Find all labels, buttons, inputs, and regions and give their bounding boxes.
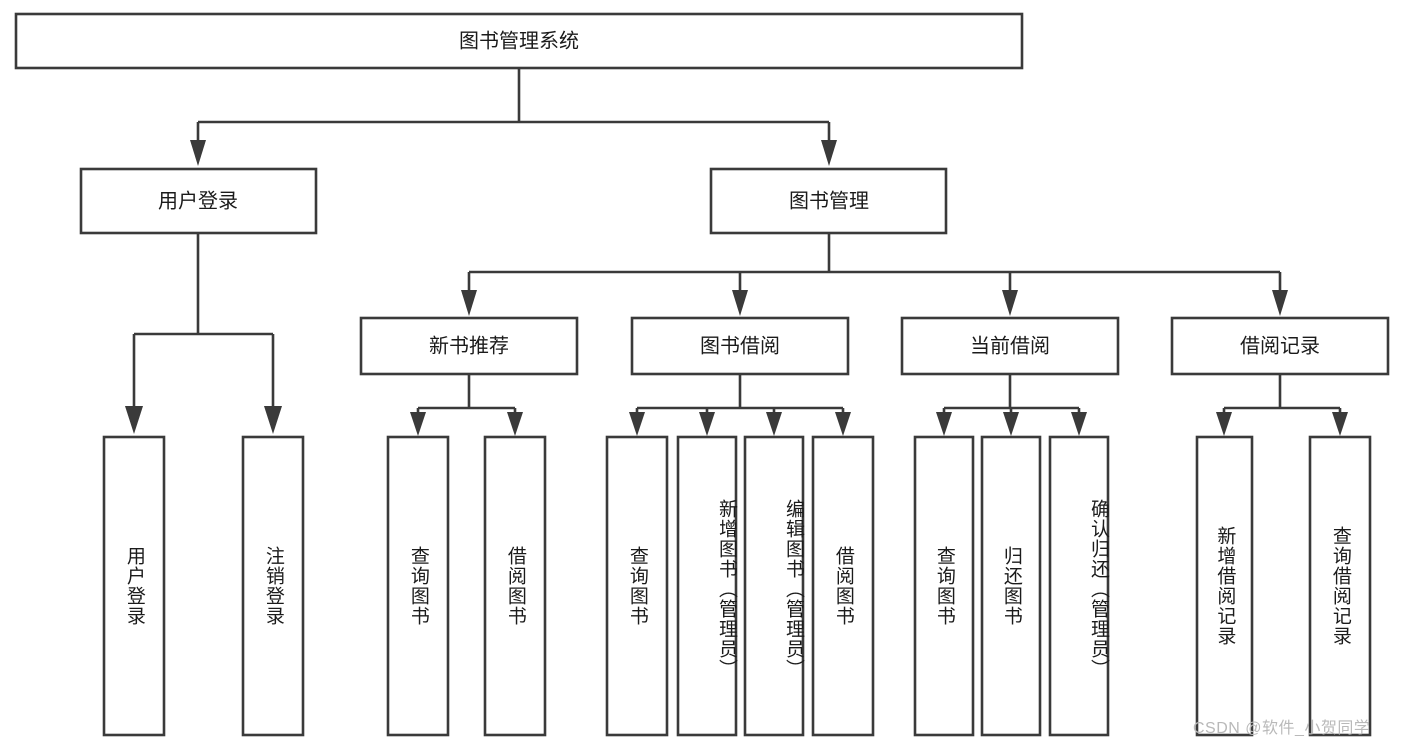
arrow-head-leaf-user-login	[125, 406, 143, 434]
node-leaf-user-login-box[interactable]	[102, 435, 166, 737]
arrow-head-borrow-record	[1272, 290, 1288, 316]
node-root-box[interactable]	[14, 12, 1024, 70]
node-leaf-borrow-book-2-box[interactable]	[811, 435, 875, 737]
arrow-head-leaf-return-book	[1003, 412, 1019, 436]
node-leaf-edit-book-box[interactable]	[743, 435, 805, 737]
arrow-head-leaf-add-record	[1216, 412, 1232, 436]
node-book-borrow-label: 图书借阅	[700, 334, 780, 357]
arrow-head-leaf-query-book-3	[936, 412, 952, 436]
arrow-head-user-login	[190, 140, 206, 166]
arrow-head-leaf-add-book	[699, 412, 715, 436]
arrow-head-leaf-edit-book	[766, 412, 782, 436]
arrow-head-leaf-query-book-2	[629, 412, 645, 436]
node-leaf-query-book-3-box[interactable]	[913, 435, 975, 737]
csdn-watermark: CSDN @软件_小贺同学	[1193, 720, 1371, 737]
connector-group-root	[190, 68, 837, 166]
arrow-head-book-manage	[821, 140, 837, 166]
node-user-login-box[interactable]	[79, 167, 318, 235]
connector-group-book-manage	[461, 233, 1288, 316]
connector-group-book-borrow	[629, 374, 851, 436]
node-leaf-return-book-box[interactable]	[980, 435, 1042, 737]
node-borrow-record-label: 借阅记录	[1240, 334, 1320, 357]
node-book-borrow-box[interactable]	[630, 316, 850, 376]
arrow-head-leaf-borrow-book-2	[835, 412, 851, 436]
arrow-head-leaf-logout	[264, 406, 282, 434]
node-current-borrow-box[interactable]	[900, 316, 1120, 376]
node-current-borrow-label: 当前借阅	[970, 334, 1050, 357]
node-root-label: 图书管理系统	[459, 29, 579, 52]
node-leaf-logout-box[interactable]	[241, 435, 305, 737]
arrow-head-leaf-borrow-book-1	[507, 412, 523, 436]
node-new-book-rec-label: 新书推荐	[429, 334, 509, 357]
connector-group-user-login	[125, 233, 282, 434]
node-new-book-rec-box[interactable]	[359, 316, 579, 376]
arrow-head-leaf-query-book-1	[410, 412, 426, 436]
node-leaf-add-record-box[interactable]	[1195, 435, 1254, 737]
node-leaf-confirm-return-box[interactable]	[1048, 435, 1110, 737]
node-leaf-query-book-1-box[interactable]	[386, 435, 450, 737]
node-leaf-add-book-box[interactable]	[676, 435, 738, 737]
arrow-head-leaf-confirm-return	[1071, 412, 1087, 436]
node-book-manage-box[interactable]	[709, 167, 948, 235]
connector-group-new-book-rec	[410, 374, 523, 436]
node-leaf-query-record-box[interactable]	[1308, 435, 1372, 737]
arrow-head-new-book-rec	[461, 290, 477, 316]
node-leaf-borrow-book-1-box[interactable]	[483, 435, 547, 737]
node-borrow-record-box[interactable]	[1170, 316, 1390, 376]
arrow-head-leaf-query-record	[1332, 412, 1348, 436]
connector-group-borrow-record	[1216, 374, 1348, 436]
connector-group-current-borrow	[936, 374, 1087, 436]
node-book-manage-label: 图书管理	[789, 189, 869, 212]
node-leaf-query-book-2-box[interactable]	[605, 435, 669, 737]
arrow-head-current-borrow	[1002, 290, 1018, 316]
node-user-login-label: 用户登录	[158, 189, 238, 212]
arrow-head-book-borrow	[732, 290, 748, 316]
